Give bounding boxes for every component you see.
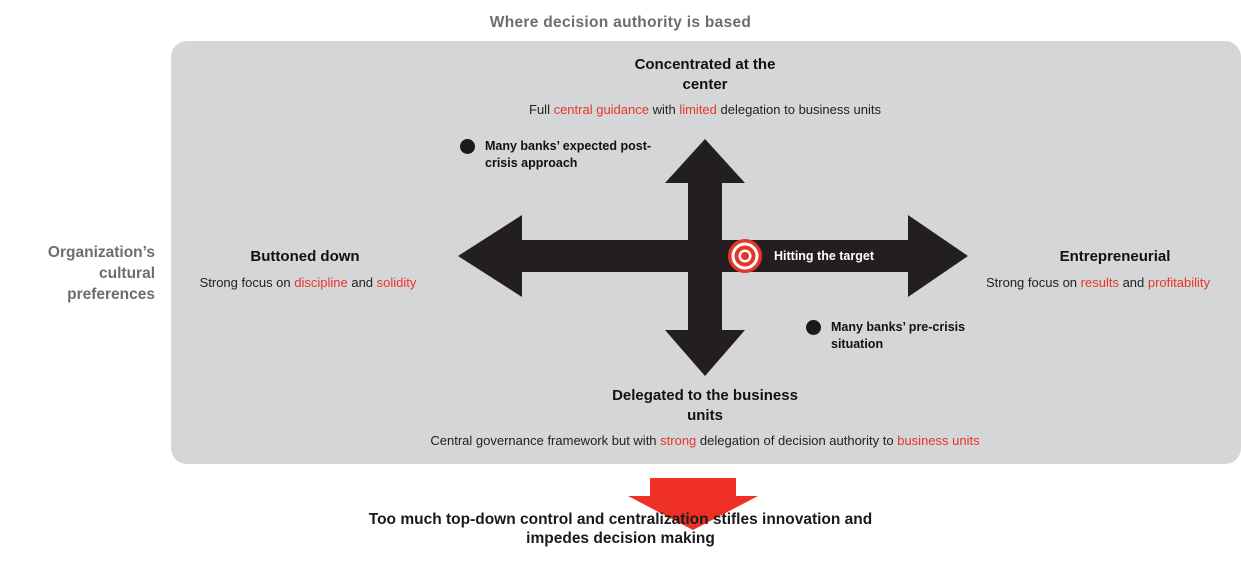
left-heading: Buttoned down: [250, 248, 360, 265]
top-heading-text: Concentrated at the center: [634, 56, 776, 93]
horizontal-axis-title-text: Organization’s cultural preferences: [47, 244, 155, 303]
right-heading: Entrepreneurial: [1059, 248, 1171, 265]
top-heading: Concentrated at the center: [620, 55, 790, 95]
post-crisis-marker: [460, 139, 475, 154]
horizontal-axis-title: Organization’s cultural preferences: [10, 242, 155, 305]
vertical-axis-title: Where decision authority is based: [489, 14, 752, 31]
left-description: Strong focus on discipline and solidity: [199, 275, 417, 290]
bottom-description: Central governance framework but with st…: [430, 433, 980, 448]
right-description: Strong focus on results and profitabilit…: [985, 275, 1211, 290]
target-label: Hitting the target: [774, 249, 874, 263]
post-crisis-label: Many banks’ expected post-crisis approac…: [485, 139, 652, 170]
vertical-double-arrow: [665, 139, 745, 376]
pre-crisis-marker: [806, 320, 821, 335]
conclusion-text-inner: Too much top-down control and centraliza…: [368, 511, 873, 547]
pre-crisis-label: Many banks’ pre-crisis situation: [831, 320, 966, 351]
top-description: Full central guidance with limited deleg…: [529, 102, 881, 117]
bottom-heading: Delegated to the business units: [600, 386, 810, 426]
target-icon: [728, 239, 762, 273]
conclusion-text: Too much top-down control and centraliza…: [0, 510, 1241, 548]
bottom-heading-text: Delegated to the business units: [612, 387, 798, 424]
conclusion-down-arrow: [628, 478, 758, 530]
